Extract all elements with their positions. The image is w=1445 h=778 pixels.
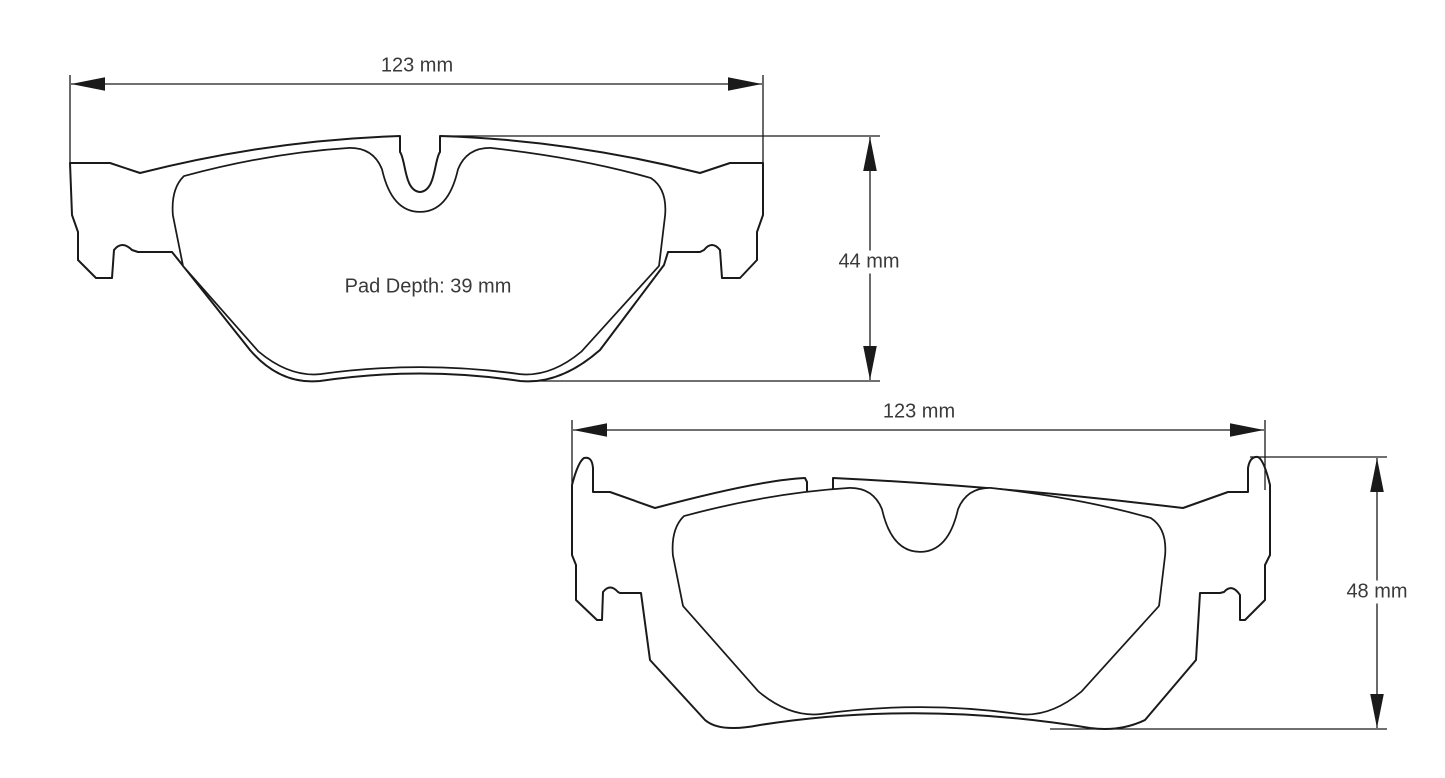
top-pad-friction-material-outline	[171, 147, 667, 376]
top-pad-backing-plate-outline	[69, 135, 764, 383]
bottom-width-label: 123 mm	[880, 400, 958, 424]
top-brake-pad	[69, 75, 880, 383]
top-height-label: 44 mm	[836, 250, 902, 274]
bottom-brake-pad	[571, 420, 1387, 730]
pad-depth-label: Pad Depth: 39 mm	[342, 275, 514, 299]
bottom-height-label: 48 mm	[1344, 580, 1410, 604]
top-width-label: 123 mm	[378, 54, 456, 78]
bottom-pad-friction-material-outline	[671, 487, 1167, 716]
